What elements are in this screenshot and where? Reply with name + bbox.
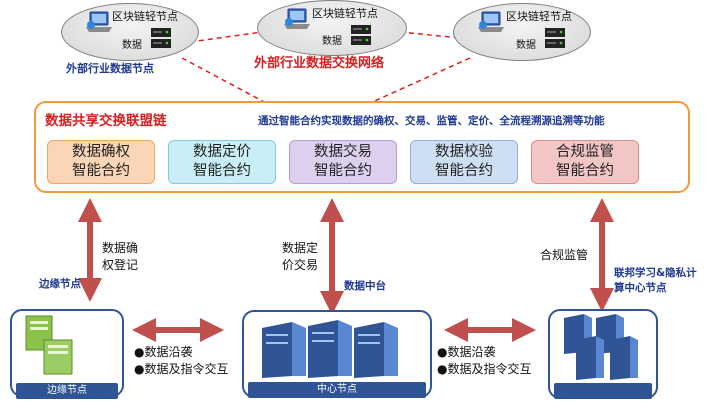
server-icon — [545, 28, 565, 48]
link-right-line1: 合规监管 — [540, 248, 589, 262]
contract-trading: 数据交易智能合约 — [289, 140, 397, 184]
contract-rights: 数据确权智能合约 — [47, 140, 155, 184]
link-middle-line1: 数据定 — [282, 241, 319, 255]
external-node-1 — [61, 3, 199, 61]
contract-line2: 智能合约 — [556, 163, 614, 179]
edge-node-label: 边缘节点 — [39, 278, 81, 290]
exchange-right: ●数据沿袭 ●数据及指令交互 — [437, 344, 531, 378]
exchange-left-item1: ●数据沿袭 — [134, 345, 193, 359]
data-label-1: 数据 — [122, 40, 142, 51]
contract-pricing: 数据定价智能合约 — [168, 140, 276, 184]
chain-description: 通过智能合约实现数据的确权、交易、监管、定价、全流程溯源追溯等功能 — [258, 115, 605, 127]
contract-line1: 数据定价 — [193, 144, 251, 160]
link-label-middle: 数据定 价交易 — [282, 240, 318, 274]
server-icon — [151, 28, 171, 48]
external-node-caption: 外部行业数据节点 — [66, 62, 154, 75]
data-platform-label: 数据中台 — [344, 280, 386, 292]
federated-line2: 算中心节点 — [614, 282, 667, 294]
contract-line1: 数据确权 — [72, 144, 130, 160]
chain-title: 数据共享交换联盟链 — [45, 113, 167, 129]
exchange-right-item2: ●数据及指令交互 — [437, 362, 532, 376]
federated-server-icon — [564, 314, 638, 380]
link-label-left: 数据确 权登记 — [102, 240, 138, 274]
contract-line2: 智能合约 — [314, 163, 372, 179]
laptop-icon — [478, 11, 504, 32]
federated-node-label: 联邦学习&隐私计 算中心节点 — [614, 266, 697, 296]
data-label-3: 数据 — [516, 40, 536, 51]
edge-node-bar: 边缘节点 — [16, 383, 118, 399]
exchange-left-item2: ●数据及指令交互 — [134, 362, 229, 376]
dashed-link-2 — [399, 31, 461, 39]
server-icon — [351, 25, 371, 45]
exchange-right-item1: ●数据沿袭 — [437, 345, 496, 359]
link-label-right: 合规监管 — [540, 247, 588, 264]
network-title: 外部行业数据交换网络 — [254, 56, 385, 71]
federated-line1: 联邦学习&隐私计 — [614, 267, 697, 279]
contract-validation: 数据校验智能合约 — [410, 140, 518, 184]
contract-line2: 智能合约 — [193, 163, 251, 179]
contract-line2: 智能合约 — [435, 163, 493, 179]
laptop-icon — [86, 11, 112, 32]
center-server-icon — [262, 320, 398, 378]
light-node-label-3: 区块链轻节点 — [506, 10, 572, 23]
link-left-line2: 权登记 — [102, 258, 139, 272]
light-node-label-2: 区块链轻节点 — [312, 7, 378, 20]
link-left-line1: 数据确 — [102, 241, 139, 255]
contract-line1: 数据交易 — [314, 144, 372, 160]
external-node-3 — [453, 3, 591, 61]
dashed-link-4 — [367, 57, 471, 105]
laptop-icon — [284, 8, 310, 29]
link-middle-line2: 价交易 — [282, 258, 319, 272]
contract-line1: 合规监管 — [556, 144, 614, 160]
edge-server-icon — [25, 315, 73, 375]
contract-line2: 智能合约 — [72, 163, 130, 179]
center-node-bar: 中心节点 — [248, 382, 426, 398]
external-node-2 — [257, 0, 407, 56]
data-label-2: 数据 — [322, 36, 342, 47]
contract-compliance: 合规监管智能合约 — [531, 140, 639, 184]
federated-node-bar — [554, 383, 652, 399]
dashed-link-3 — [181, 57, 269, 105]
exchange-left: ●数据沿袭 ●数据及指令交互 — [134, 344, 228, 378]
contract-line1: 数据校验 — [435, 144, 493, 160]
light-node-label-1: 区块链轻节点 — [112, 10, 178, 23]
dashed-link-1 — [189, 31, 263, 43]
